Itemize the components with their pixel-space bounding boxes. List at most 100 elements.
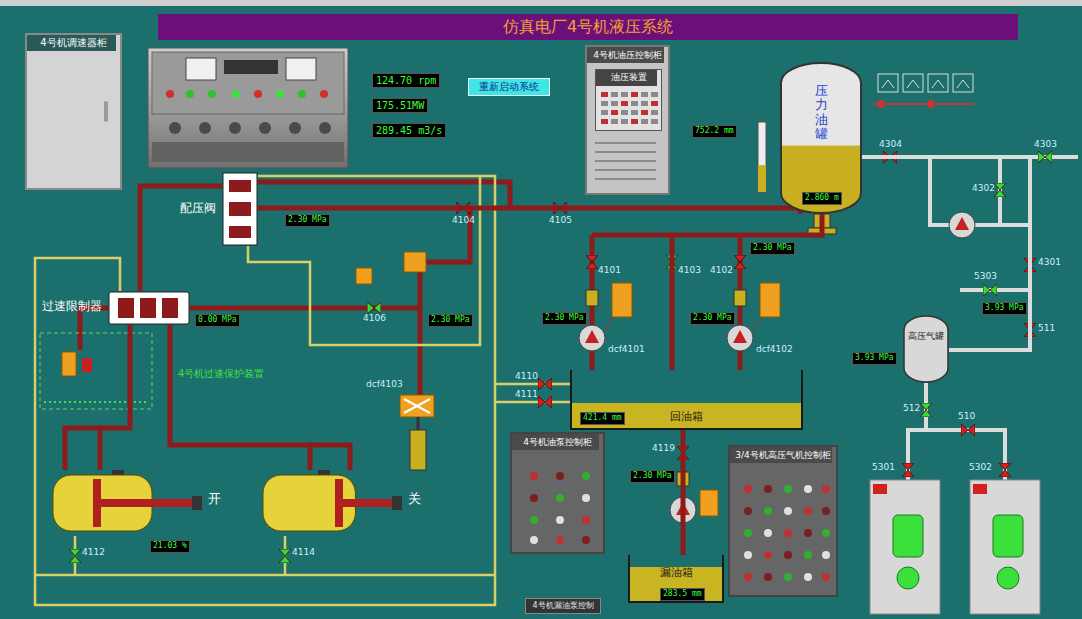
control-screen-shape-part [601,110,608,115]
oil-control-cabinet: 4号机油压控制柜油压装置 [585,45,670,195]
pump-control-panel-shape-part [530,472,538,480]
compressor-control-panel-shape-part [764,551,772,559]
solenoid-valve [356,252,434,470]
servomotor-shape-part [97,499,202,507]
overspeed-limiter-label: 过速限制器 [42,300,102,314]
control-screen-shape-part [641,101,648,106]
valve-symbol-part [538,396,552,408]
valve-number: 4103 [678,266,701,276]
compressor-control-panel-shape-part [784,507,792,515]
oil-pump-part [727,325,753,351]
pressure-oil-tank-shape-part [781,146,861,213]
oil-pipe-part [65,428,100,470]
digital-readout: 2.30 MPa [542,312,587,325]
overspeed-limiter-shape-part [162,298,178,318]
pipe-connector [170,325,310,470]
return-oil-tank-label: 回油箱 [670,411,703,424]
pipe-connector [862,157,1030,350]
governor-cabinet-shape [27,35,120,188]
compressor-control-panel-shape-part [784,551,792,559]
governor-console-part [289,122,301,134]
digital-readout: 2.30 MPa [285,214,330,227]
compressor-control-panel-shape-part [804,507,812,515]
valve-symbol-part [1038,151,1052,163]
distributing-valve-shape-part [229,202,251,216]
oil-pump-part [949,212,975,238]
governor-console-part [152,142,344,162]
valve-symbol-part [902,463,914,477]
valve-symbol-part [999,463,1011,477]
servomotor: 关 [262,470,402,536]
oil-control-cabinet-shape-part [595,160,656,162]
governor-console-part [152,52,344,114]
pump-control-panel-shape-part [530,516,538,524]
device-note: 4号机过速保护装置 [178,368,264,379]
control-screen-shape-part [641,92,648,97]
distributing-valve-shape-part [223,173,257,245]
leak-pump-tag: 4号机漏油泵控制 [525,598,601,614]
valve-number: 4301 [1038,258,1061,268]
pump-control-panel-shape-part [556,516,564,524]
control-screen-shape-part [621,119,628,124]
control-screen-shape-part [651,92,658,97]
valve-symbol-part [69,549,81,563]
governor-console-part [276,90,284,98]
valve-number: 5301 [872,463,895,473]
compressor-control-panel-shape-part [804,573,812,581]
digital-readout: 752.2 mm [692,125,737,138]
digital-readout: 289.45 m3/s [372,123,446,138]
oil-pipe-part [310,445,350,470]
oil-control-cabinet-shape-part [595,151,656,153]
valve-symbol-part [920,403,932,417]
level-gauge-part [758,122,766,192]
alarm-icons-part [953,74,973,92]
air-compressor-part [973,484,987,494]
valve-number: 4304 [879,140,902,150]
compressor-control-panel-shape-part [744,507,752,515]
valve-number: 4106 [363,314,386,324]
control-oil-line-part [35,176,495,605]
servomotor-shape-part [392,496,402,510]
alarm-icons-part [907,80,919,88]
governor-console-part [232,90,240,98]
pump-control-panel-label: 4号机油泵控制柜 [523,434,592,447]
air-compressor [870,480,1040,614]
pipe-connector [258,208,800,214]
control-screen-shape-part [611,119,618,124]
solenoid-valve-part [404,399,430,413]
governor-console-part [254,90,262,98]
oil-pipe-part [418,308,423,395]
governor-console-part [186,90,194,98]
control-screen-shape-part [641,110,648,115]
control-screen-shape-part [621,92,628,97]
title-bar: 仿真电厂4号机液压系统 [158,14,1018,40]
return-oil-tank-shape-part [571,370,802,429]
compressor-control-panel-shape-part [822,529,830,537]
distributing-valve-shape [222,172,258,246]
valve-number: 4303 [1034,140,1057,150]
oil-control-cabinet-shape-part [595,178,656,180]
pressure-oil-tank-shape-part [781,63,861,213]
air-tank-shape [903,315,949,383]
alarm-icons-part [932,80,944,88]
valve-number: 5302 [969,463,992,473]
control-screen-shape-part [621,101,628,106]
oil-control-cabinet-shape-part [587,47,664,63]
oil-pump-part [579,325,605,351]
pump-control-panel-shape-part [556,472,564,480]
governor-cabinet: 4号机调速器柜 [25,33,122,190]
pump-control-panel-shape-part [582,536,590,544]
digital-readout: 21.03 % [150,540,190,553]
compressor-control-panel-shape-part [764,485,772,493]
compressor-control-panel: 3/4号机高压气机控制柜 [728,445,838,597]
control-screen-shape-part [611,101,618,106]
valve-number: 4105 [549,216,572,226]
compressor-control-panel-shape-part [784,573,792,581]
servomotor: 开 [52,470,202,536]
overspeed-limiter-shape [108,291,190,325]
governor-console-part [286,58,316,80]
control-oil-line-part [248,176,480,345]
level-gauge-part [758,165,766,192]
digital-readout: 2.30 MPa [750,242,795,255]
control-screen-shape-part [631,110,638,115]
